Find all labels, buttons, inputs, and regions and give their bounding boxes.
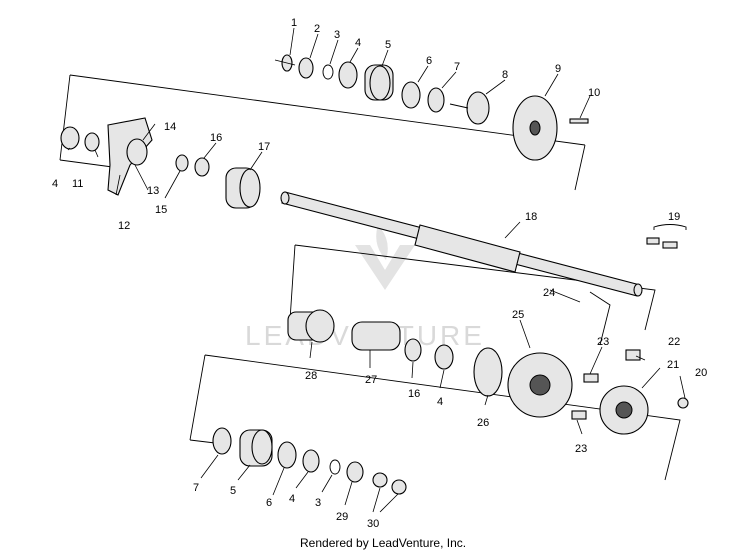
nut-part-30a [372,472,388,488]
sprocket-hub-part-26 [473,347,503,397]
bearing-part-6b [277,441,297,469]
callout-12: 12 [118,220,130,232]
callout-4: 4 [355,37,361,49]
callout-24: 24 [543,287,555,299]
caliper-cluster [60,117,261,209]
callout-19: 19 [668,211,680,223]
top-row-parts [274,54,589,161]
callout-labels: 1 2 3 4 5 6 7 8 9 10 4 11 12 13 14 15 16… [52,17,707,530]
callout-17: 17 [258,141,270,153]
callout-9: 9 [555,63,561,75]
callout-6: 6 [426,55,432,67]
bearing-part-6 [401,81,421,109]
bearing-face-part-5 [369,65,391,101]
callout-22: 22 [668,336,680,348]
callout-21: 21 [667,359,679,371]
chain-link-part-22 [625,349,641,361]
seal-part-7 [427,87,445,113]
bushing-part-23b [571,410,587,420]
callout-30: 30 [367,518,379,530]
spacer-part-15 [175,154,189,172]
bearing-part-16b [404,338,422,362]
callout-28: 28 [305,370,317,382]
callout-7: 7 [454,61,460,73]
nut-part-20 [677,397,689,409]
callout-26: 26 [477,417,489,429]
callout-5: 5 [385,39,391,51]
callout-6-lower: 6 [266,497,272,509]
callout-14: 14 [164,121,176,133]
seal-part-4c [302,449,320,473]
callout-7-lower: 7 [193,482,199,494]
spacer-part-29 [346,461,364,483]
bearing-part-2 [298,57,314,79]
bearing-part-11 [84,132,100,152]
seal-part-4 [338,61,358,89]
bearing-part-16 [194,157,210,177]
callout-25: 25 [512,309,524,321]
axle-shaft-part-18 [280,191,643,297]
ring-part-3b [329,459,341,475]
callout-15: 15 [155,204,167,216]
footer-credit: Rendered by LeadVenture, Inc. [300,536,466,550]
clip-part-19 [646,224,687,249]
leader-lines [67,27,686,513]
callout-16: 16 [210,132,222,144]
callout-23-upper: 23 [597,336,609,348]
callout-13: 13 [147,185,159,197]
callout-20: 20 [695,367,707,379]
seal-part-14 [126,138,148,166]
seal-part-4-left [60,126,80,150]
callout-5-lower: 5 [230,485,236,497]
spacer-tube-part-27 [351,321,401,351]
callout-3: 3 [334,29,340,41]
bushing-part-23a [583,373,599,383]
seal-part-4b [434,344,454,370]
callout-29: 29 [336,511,348,523]
callout-3-lower: 3 [315,497,321,509]
chain-part-24 [589,291,611,346]
hub-part-8 [466,91,490,125]
callout-4-left: 4 [52,178,58,190]
callout-18: 18 [525,211,537,223]
callout-2: 2 [314,23,320,35]
callout-1: 1 [291,17,297,29]
callout-10: 10 [588,87,600,99]
callout-8: 8 [502,69,508,81]
nut-part-30b [391,479,407,495]
callout-23-lower: 23 [575,443,587,455]
callout-11: 11 [72,178,83,190]
callout-4-lower: 4 [289,493,295,505]
bolt-part-10 [569,118,589,124]
middle-row-parts [287,291,689,435]
bottom-row-parts [212,427,407,495]
callout-16-middle: 16 [408,388,420,400]
callout-4-middle: 4 [437,396,443,408]
ring-part-3 [322,64,334,80]
callout-27: 27 [365,374,377,386]
seal-part-7b [212,427,232,455]
